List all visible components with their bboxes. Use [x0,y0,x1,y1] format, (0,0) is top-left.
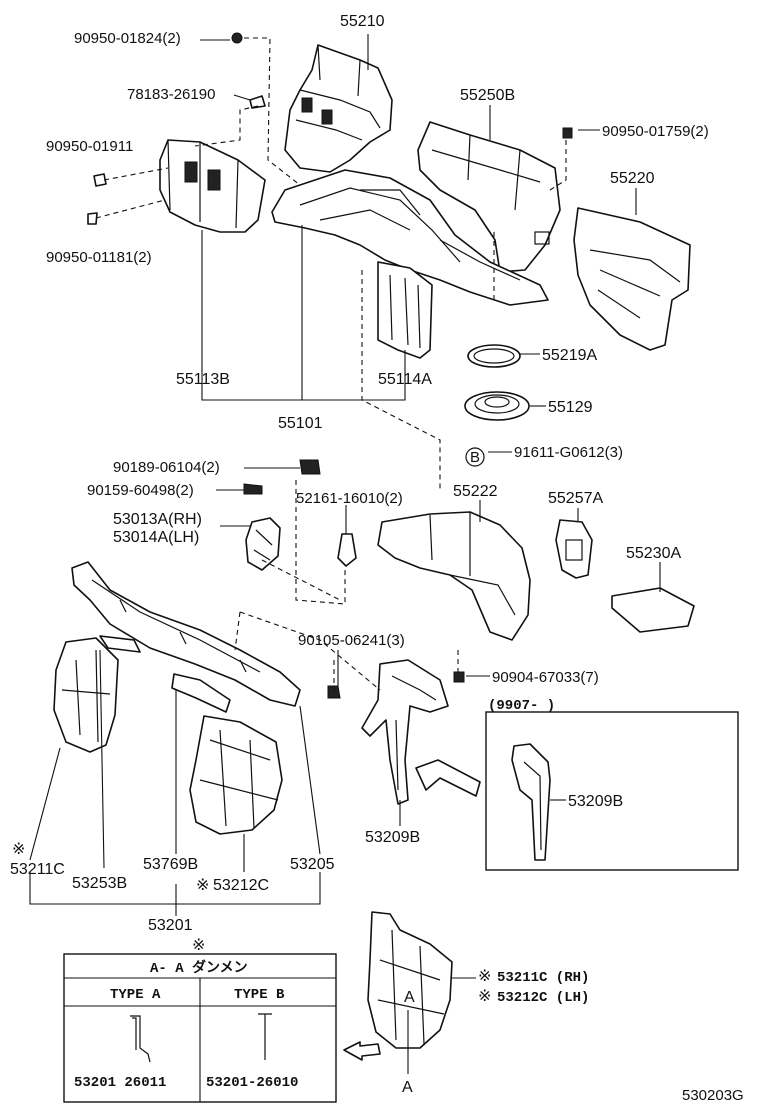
leader-lines-middle [29,467,661,916]
part-53209B-drawing [361,659,449,805]
note-mark-rh: ※ [478,968,491,985]
note-mark-lh: ※ [478,988,491,1005]
bolt-90105-icon [327,685,341,699]
circle-b-marker [465,447,485,467]
part-53013A-drawing [245,517,281,571]
label-53013A: 53013A(RH) [113,511,202,528]
label-53212C: 53212C [213,877,269,894]
bolt-90159-icon [243,483,263,495]
label-90950-01181: 90950-01181(2) [46,249,152,266]
part-55250B-drawing [417,121,561,273]
assembly-lines-upper [95,37,567,490]
table-header-type-a: TYPE A [110,987,161,1003]
label-55101: 55101 [278,415,323,432]
part-55114A-drawing [377,261,433,359]
label-90950-01911: 90950-01911 [46,138,133,155]
label-55129: 55129 [548,399,593,416]
label-53253B: 53253B [72,875,127,892]
part-55219A-drawing [467,344,521,368]
clip-90904-icon [453,671,465,683]
fasteners-upper [87,32,573,225]
inset-box [485,711,739,871]
circle-b-letter: B [470,449,480,466]
label-90189-06104: 90189-06104(2) [113,459,220,476]
part-55129-drawing [464,391,530,421]
label-90950-01824: 90950-01824(2) [74,30,181,47]
part-53253B-drawing [99,635,141,653]
label-55257A: 55257A [548,490,603,507]
leader-lines-upper [200,34,637,453]
note-mark-53211C: ※ [12,841,25,858]
label-90950-01759: 90950-01759(2) [602,123,709,140]
part-55257A-drawing [555,519,593,579]
label-55230A: 55230A [626,545,681,562]
label-90159-60498: 90159-60498(2) [87,482,194,499]
table-part-number-a: 53201 26011 [74,1075,166,1091]
part-55220-drawing [573,207,691,351]
inset-frame [485,711,739,871]
label-53211C-rh: 53211C (RH) [497,970,589,986]
label-53205: 53205 [290,856,335,873]
note-mark-53212C: ※ [196,877,209,894]
table-header-type-b: TYPE B [234,987,285,1003]
clip-90950-01824-icon [231,32,243,44]
section-marker-a-upper: A [404,989,415,1006]
label-91611-G0612: 91611-G0612(3) [514,444,623,461]
part-55210-drawing [284,44,393,173]
label-55210: 55210 [340,13,385,30]
label-53201: 53201 [148,917,193,934]
label-53769B: 53769B [143,856,198,873]
label-55219A: 55219A [542,347,597,364]
diagram-code: 530203G [682,1087,744,1104]
part-55113B-drawing [159,139,266,233]
section-marker-a-lower: A [402,1079,413,1096]
clip-78183-icon [249,95,266,109]
label-55114A: 55114A [378,371,432,388]
label-90105-06241: 90105-06241(3) [298,632,405,649]
clip-52161-icon [337,533,357,567]
table-part-number-b: 53201-26010 [206,1075,298,1091]
label-9907-range: (9907- ) [488,698,555,714]
section-table [63,953,337,1103]
clip-90950-01911-icon [93,173,107,187]
label-52161-16010: 52161-16010(2) [296,490,403,507]
label-55250B: 55250B [460,87,515,104]
label-53209B-inset: 53209B [568,793,623,810]
label-78183-26190: 78183-26190 [127,86,215,103]
table-title: A- A ダンメン [150,959,248,977]
label-55113B: 55113B [176,371,230,388]
label-90904-67033: 90904-67033(7) [492,669,599,686]
part-55222-drawing [377,511,531,641]
label-55222: 55222 [453,483,498,500]
fasteners-middle [243,459,465,699]
label-55220: 55220 [610,170,655,187]
clip-90950-01181-icon [87,212,98,225]
assembly-lines-middle [234,480,459,691]
label-53212C-lh: 53212C (LH) [497,990,589,1006]
note-mark-table: ※ [192,937,205,954]
part-55101-drawing [271,169,549,306]
table-arrow [343,1041,381,1061]
label-53014A: 53014A(LH) [113,529,199,546]
part-53211C-drawing [53,637,119,753]
part-55230A-drawing [611,587,695,633]
part-53212C-drawing [189,715,283,835]
profile-type-a [130,1015,151,1063]
profile-type-b [258,1013,272,1060]
clip-90950-01759-icon [562,127,573,139]
part-53211C-53212C-drawing [367,911,476,1074]
label-53209B: 53209B [365,829,420,846]
inset-stay-drawing [511,743,551,861]
part-53769B-drawing [171,673,231,713]
nut-90189-icon [299,459,321,475]
label-53211C: 53211C [10,861,65,878]
inset-arrow [415,759,481,797]
part-53205-drawing [71,561,301,707]
